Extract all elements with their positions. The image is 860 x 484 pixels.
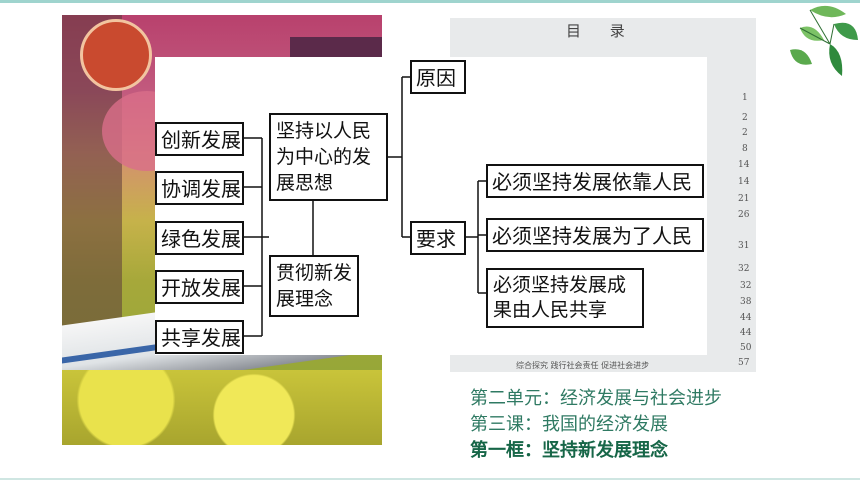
toc-page-number: 2 bbox=[742, 128, 748, 138]
concept-openness: 开放发展 bbox=[155, 270, 244, 304]
implement-new-concept-node: 贯彻新发展理念 bbox=[269, 255, 359, 317]
toc-page-number: 14 bbox=[738, 177, 750, 187]
rapeseed-field-picture bbox=[62, 370, 382, 445]
people-centered-node: 坚持以人民为中心的发展思想 bbox=[269, 113, 388, 201]
toc-page-number: 32 bbox=[740, 281, 752, 291]
concept-green: 绿色发展 bbox=[155, 221, 244, 255]
toc-page-number: 50 bbox=[740, 343, 752, 353]
requirement-node: 要求 bbox=[410, 221, 466, 255]
concept-coordination: 协调发展 bbox=[155, 171, 244, 205]
toc-page-number: 31 bbox=[738, 241, 750, 251]
toc-page-number: 8 bbox=[742, 144, 748, 154]
requirement-rely-on-people: 必须坚持发展依靠人民 bbox=[486, 164, 704, 198]
requirement-shared-by-people: 必须坚持发展成果由人民共享 bbox=[486, 268, 644, 328]
top-border bbox=[0, 0, 860, 3]
toc-page-number: 32 bbox=[738, 264, 750, 274]
toc-page-number: 26 bbox=[738, 210, 750, 220]
connector-lines bbox=[244, 76, 486, 337]
requirement-for-people: 必须坚持发展为了人民 bbox=[486, 218, 704, 252]
toc-page-number: 57 bbox=[738, 358, 750, 368]
mind-map-panel: 创新发展 协调发展 绿色发展 开放发展 共享发展 坚持以人民为中心的发展思想 贯… bbox=[155, 57, 707, 355]
toc-page-number: 44 bbox=[740, 313, 752, 323]
toc-footer-entry: 综合探究 践行社会责任 促进社会进步 bbox=[516, 361, 650, 370]
concept-sharing: 共享发展 bbox=[155, 320, 244, 354]
toc-page-number: 2 bbox=[742, 113, 748, 123]
reason-node: 原因 bbox=[410, 60, 466, 94]
lesson-title: 第三课：我国的经济发展 bbox=[470, 414, 668, 435]
toc-page-number: 21 bbox=[738, 194, 750, 204]
contents-title: 目 录 bbox=[566, 22, 637, 40]
leaf-decoration-icon bbox=[790, 5, 858, 76]
unit-title: 第二单元：经济发展与社会进步 bbox=[470, 388, 722, 409]
section-title: 第一框：坚持新发展理念 bbox=[470, 440, 668, 461]
bottom-border bbox=[0, 478, 860, 480]
toc-page-number: 44 bbox=[740, 328, 752, 338]
publisher-logo bbox=[80, 19, 152, 91]
toc-page-number: 38 bbox=[740, 297, 752, 307]
toc-page-number: 1 bbox=[742, 93, 748, 103]
concept-innovation: 创新发展 bbox=[155, 122, 244, 156]
toc-page-number: 14 bbox=[738, 160, 750, 170]
